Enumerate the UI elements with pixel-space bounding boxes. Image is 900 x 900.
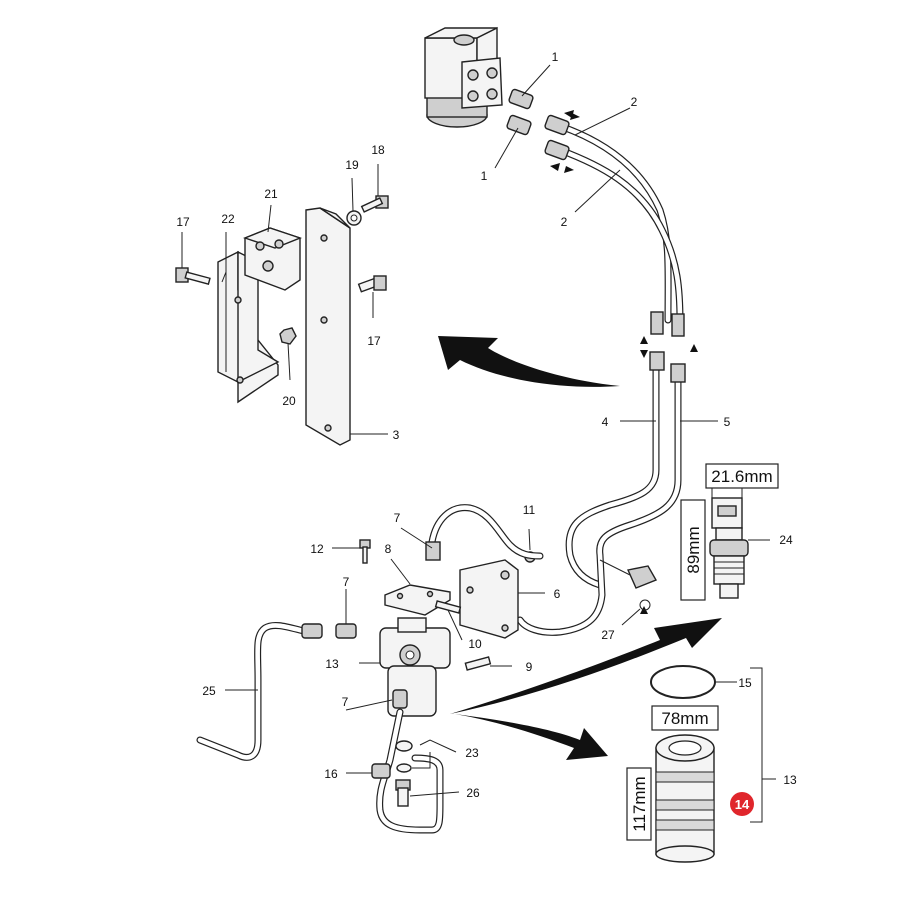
hose-lower	[544, 139, 684, 326]
callout-6: 6	[554, 587, 561, 601]
callout-24: 24	[779, 533, 793, 547]
mounting-plate-8	[384, 584, 451, 616]
filter-width-label: 78mm	[661, 709, 708, 728]
fitting-7-left	[335, 623, 357, 639]
filter-bracket-6	[459, 559, 519, 639]
callout-7b: 7	[343, 575, 350, 589]
callout-7a: 7	[394, 511, 401, 525]
bolt-10	[434, 600, 462, 614]
clamp-block-21	[242, 227, 303, 291]
pipe-5	[516, 363, 686, 636]
group-bracket-13	[750, 667, 763, 823]
callout-5: 5	[724, 415, 731, 429]
callout-27: 27	[601, 628, 615, 642]
dimension-filter-height: 117mm	[626, 767, 652, 841]
hose-upper	[544, 114, 672, 324]
bolt-17-left	[175, 267, 211, 285]
highlight-badge[interactable]: 14	[730, 792, 754, 816]
sensor-height-label: 89mm	[684, 526, 703, 573]
direction-arrow-icon	[438, 336, 722, 760]
callout-18: 18	[371, 143, 385, 157]
fitting-7-lower	[392, 689, 408, 709]
callout-17b: 17	[367, 334, 381, 348]
callout-4: 4	[602, 415, 609, 429]
callout-labels: 1 1 2 2 3 4 5 6 7 7 7 8 9 10 11 12 13 13…	[176, 50, 797, 800]
bracket-22	[217, 250, 280, 404]
highlight-badge-label: 14	[735, 797, 750, 812]
dimension-sensor-width: 21.6mm	[705, 463, 779, 498]
callout-10: 10	[468, 637, 482, 651]
pipe-4	[565, 351, 665, 589]
o-ring-27	[639, 599, 651, 611]
callout-7c: 7	[342, 695, 349, 709]
callout-2a: 2	[631, 95, 638, 109]
callout-1a: 1	[552, 50, 559, 64]
callout-13a: 13	[325, 657, 339, 671]
callout-2b: 2	[561, 215, 568, 229]
pipe-upper-left	[425, 504, 544, 561]
callout-22: 22	[221, 212, 235, 226]
washer-23	[395, 740, 413, 773]
flow-arrow-icon	[550, 110, 698, 614]
adapter-fitting-upper	[508, 88, 534, 110]
sensor-width-label: 21.6mm	[711, 467, 772, 486]
o-ring-15	[650, 665, 716, 699]
dimension-filter-width: 78mm	[651, 705, 719, 731]
callout-20: 20	[282, 394, 296, 408]
callout-3: 3	[393, 428, 400, 442]
callout-12: 12	[310, 542, 324, 556]
washer-hole	[350, 214, 358, 222]
bolt-26	[395, 779, 411, 807]
adapter-fitting-lower	[506, 114, 532, 136]
nut-20	[279, 327, 297, 345]
leader-lines	[181, 64, 776, 797]
filter-element-14	[655, 734, 715, 863]
callout-11: 11	[523, 503, 536, 517]
support-plate-3	[305, 207, 351, 446]
hose-ferrule	[650, 311, 664, 335]
bolt-18	[360, 195, 389, 213]
pipe-25	[196, 622, 323, 761]
callout-9: 9	[526, 660, 533, 674]
dimension-sensor-height: 89mm	[680, 499, 706, 601]
bolt-17-right	[357, 275, 387, 293]
hose-ferrule	[671, 313, 685, 337]
pipe-16	[371, 708, 444, 834]
callout-13b: 13	[783, 773, 797, 787]
pressure-sensor-24	[709, 497, 749, 599]
bolt-12	[359, 539, 371, 564]
callout-23: 23	[465, 746, 479, 760]
steering-unit	[424, 26, 503, 128]
filter-height-label: 117mm	[630, 776, 649, 831]
callout-16: 16	[324, 767, 338, 781]
callout-21: 21	[264, 187, 278, 201]
callout-17a: 17	[176, 215, 190, 229]
callout-19: 19	[345, 158, 359, 172]
pressure-switch-connector	[599, 559, 658, 589]
callout-15: 15	[738, 676, 752, 690]
callout-26: 26	[466, 786, 480, 800]
banjo-bolt-9	[464, 656, 492, 671]
filter-head	[379, 617, 451, 669]
callout-1b: 1	[481, 169, 488, 183]
callout-8: 8	[385, 542, 392, 556]
callout-25: 25	[202, 684, 216, 698]
highlight-badge-circle[interactable]	[730, 792, 754, 816]
